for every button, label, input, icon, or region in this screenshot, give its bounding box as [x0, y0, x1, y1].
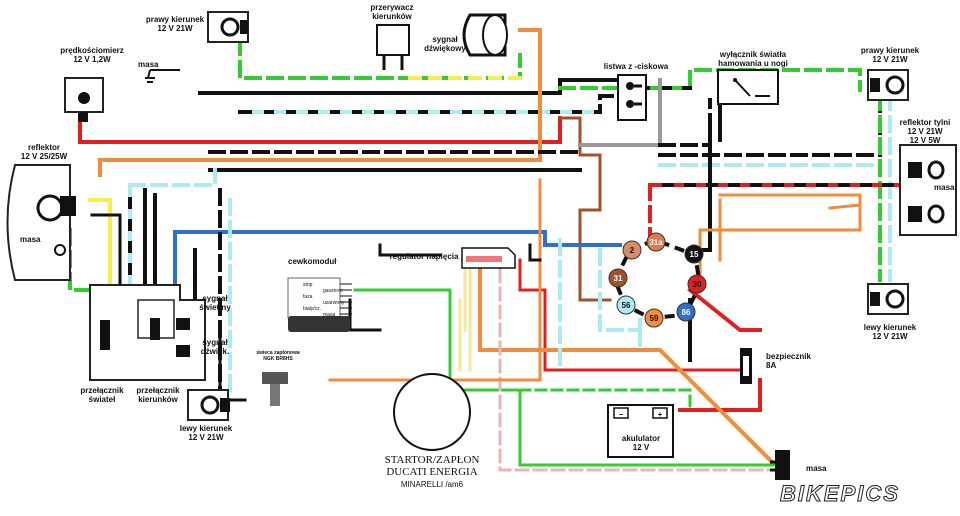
coil-label: cewkomoduł — [288, 257, 337, 266]
ground-top-label: masa — [138, 60, 159, 69]
wires — [68, 28, 902, 472]
wire-green-bottom — [353, 288, 782, 467]
connector-node-86 — [676, 302, 696, 322]
connector-node-15 — [684, 244, 704, 264]
stator — [393, 373, 471, 451]
ground-top — [145, 69, 180, 83]
ground-battery-label: masa — [806, 464, 827, 473]
wire-green-yellow-horn — [238, 38, 522, 80]
terminal-strip-label: listwa z -ciskowa — [603, 62, 669, 71]
horn — [462, 13, 508, 57]
wire-yellow-left — [88, 198, 112, 292]
connector-node-label: 30 — [693, 280, 702, 289]
ground-left-label: masa — [20, 235, 41, 244]
watermark: BIKEPICS — [780, 481, 900, 506]
ground-tail-label: masa — [934, 183, 955, 192]
flasher — [376, 24, 410, 70]
connector-node-31 — [608, 268, 628, 288]
wire-brown — [558, 116, 612, 302]
voltage-regulator — [461, 247, 516, 269]
ground-battery — [770, 450, 790, 480]
coil-pin-label: gaszenie — [323, 288, 343, 294]
speedometer — [64, 77, 104, 122]
connector-node-label: 56 — [622, 301, 631, 310]
connector-node-label: 31 — [614, 274, 623, 283]
wire-cyan-black — [238, 94, 622, 114]
coil-pin-label: masa — [323, 312, 335, 318]
wire-blue — [173, 230, 622, 302]
brake-switch — [717, 69, 779, 105]
connector-node-label: 15 — [690, 250, 699, 259]
left-turn-front — [187, 389, 230, 421]
coil-pin-label: biały/cz. — [303, 306, 321, 312]
connector-node-label: 31a — [649, 238, 663, 247]
right-turn-rear — [867, 69, 909, 101]
connector-node-31a — [646, 232, 666, 252]
stator-sub-label: MINARELLI /am6 — [400, 480, 464, 489]
wire-black-ground — [378, 243, 442, 257]
connector-node-label: 59 — [650, 314, 659, 323]
terminal-strip — [617, 74, 647, 121]
headlight — [6, 164, 76, 281]
coil-pin-label: stop — [303, 282, 313, 288]
coil-pin-label: uzarwony — [323, 300, 345, 306]
left-turn-rear — [867, 283, 909, 315]
battery-terminal-negative: − — [619, 410, 624, 419]
battery-terminal-positive: + — [658, 410, 663, 419]
coil-pin-label: faza — [303, 294, 313, 300]
right-turn-front — [207, 11, 249, 43]
connector-node-label: 2 — [630, 246, 635, 255]
regulator-label: regulator napięcia — [389, 252, 459, 261]
battery: − + — [607, 404, 674, 458]
wire-red-speedo — [78, 116, 562, 144]
spark-plug — [262, 372, 288, 406]
connector-node-56 — [616, 295, 636, 315]
connector-node-30 — [687, 274, 707, 294]
tail-light — [899, 144, 957, 236]
wire-red-fuse — [687, 287, 762, 332]
connector-node-59 — [644, 308, 664, 328]
connector-node-label: 86 — [682, 308, 691, 317]
fuse — [740, 348, 752, 384]
wire-orange-headlight — [98, 28, 542, 177]
switch-box — [89, 284, 206, 381]
wire-cyan-loop — [128, 168, 217, 302]
connector-node-2 — [622, 240, 642, 260]
wire-orange-ground — [478, 263, 773, 463]
connector-ring: 2 31a 15 31 30 56 86 59 — [608, 232, 707, 328]
